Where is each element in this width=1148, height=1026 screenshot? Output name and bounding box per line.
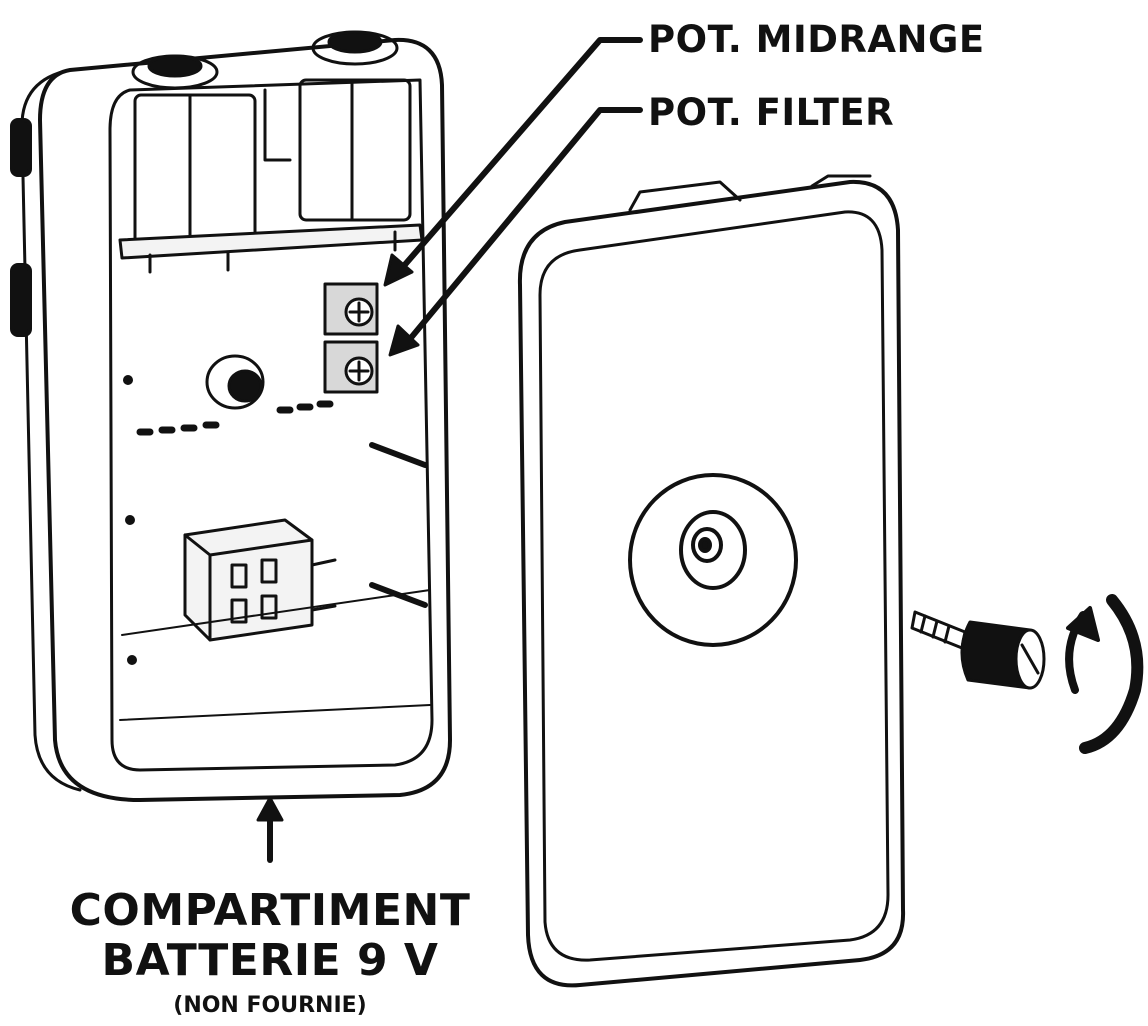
arrow-up-icon bbox=[256, 796, 284, 863]
solder-points bbox=[136, 400, 334, 436]
midrange-leader-arrow bbox=[383, 37, 643, 287]
compartment-label-line2: BATTERIE 9 V bbox=[102, 935, 439, 986]
led-component bbox=[205, 354, 265, 410]
inner-rails bbox=[369, 442, 428, 608]
screw-hole-icon bbox=[628, 473, 798, 647]
pot-midrange-label: POT. MIDRANGE bbox=[648, 18, 985, 61]
jack-sockets bbox=[131, 30, 412, 247]
trimmer-filter bbox=[323, 340, 379, 394]
circuit-board bbox=[118, 223, 424, 274]
back-plate bbox=[517, 174, 906, 988]
thumb-screw-icon bbox=[910, 610, 1046, 690]
compartment-label-line1: COMPARTIMENT bbox=[70, 885, 471, 936]
footswitch bbox=[183, 518, 337, 642]
filter-leader-arrow bbox=[388, 107, 643, 357]
pedal-enclosure bbox=[10, 37, 452, 802]
compartment-note: (NON FOURNIE) bbox=[173, 993, 366, 1018]
pot-filter-label: POT. FILTER bbox=[648, 91, 894, 134]
trimmer-midrange bbox=[323, 282, 379, 336]
rotate-arrow-icon bbox=[1065, 594, 1144, 754]
